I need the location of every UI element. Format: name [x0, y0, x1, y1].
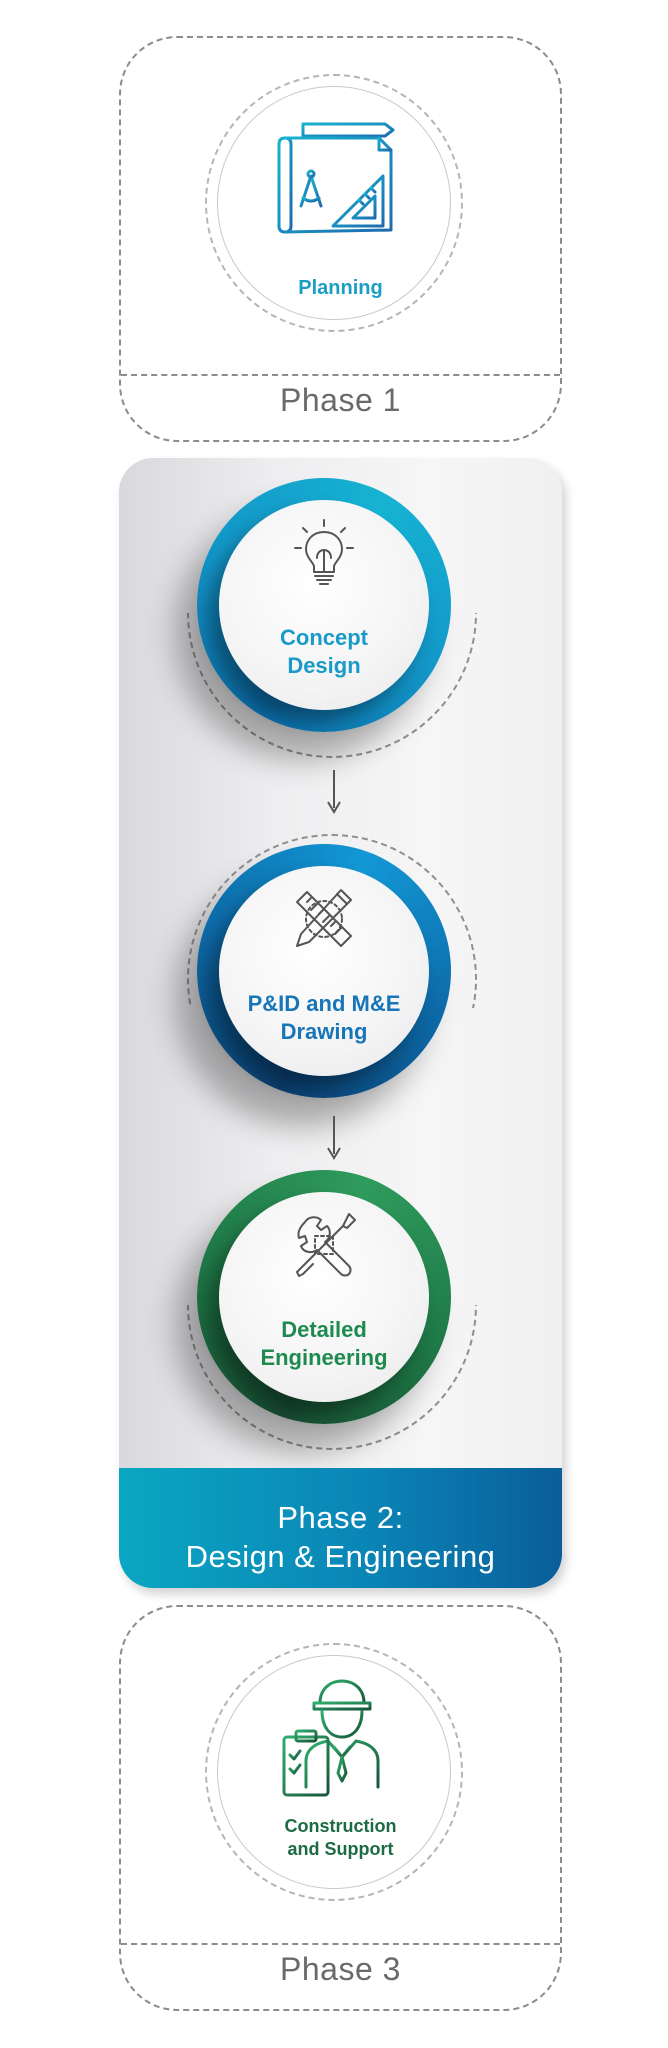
pid-title-line-1: P&ID and M&E — [247, 991, 401, 1016]
concept-title-line-2: Design — [287, 653, 361, 678]
arrow-down-icon — [327, 1116, 341, 1160]
lightbulb-icon — [294, 519, 354, 585]
wrench-screwdriver-icon — [296, 1213, 356, 1277]
stage-concept-design: Concept Design — [187, 478, 477, 758]
phase-2-label: Phase 2: Design & Engineering — [119, 1498, 562, 1576]
stage-pid-drawing: P&ID and M&E Drawing — [187, 834, 477, 1114]
phase-2-label-line-2: Design & Engineering — [185, 1539, 496, 1574]
phase-1-divider — [121, 374, 560, 376]
engineer-icon — [282, 1679, 380, 1797]
phase-2-footer: Phase 2: Design & Engineering — [119, 1468, 562, 1588]
construction-title-line-1: Construction — [284, 1816, 397, 1836]
phase-2-card: Concept Design P&ID — [119, 458, 562, 1588]
pid-title-line-2: Drawing — [280, 1019, 368, 1044]
engineering-title-line-1: Detailed — [281, 1317, 367, 1342]
blueprint-icon — [277, 122, 395, 234]
planning-title: Planning — [298, 277, 383, 299]
engineering-title-line-2: Engineering — [260, 1345, 388, 1370]
phase-2-label-line-1: Phase 2: — [277, 1500, 404, 1535]
stage-detailed-engineering: Detailed Engineering — [187, 1170, 477, 1450]
concept-title-line-1: Concept — [280, 625, 368, 650]
construction-title-line-2: and Support — [287, 1839, 394, 1859]
detailed-engineering-title: Detailed Engineering — [219, 1316, 429, 1372]
concept-design-title: Concept Design — [219, 624, 429, 680]
phase-1-label: Phase 1 — [280, 382, 401, 418]
concept-inner-disc — [219, 500, 429, 710]
phase-1-card: Planning Phase 1 — [119, 36, 562, 442]
arrow-down-icon — [327, 770, 341, 814]
phase-3-card: Construction and Support Phase 3 — [119, 1605, 562, 2011]
construction-dashed-ring — [205, 1643, 463, 1901]
phase-3-label: Phase 3 — [280, 1951, 401, 1987]
pid-drawing-title: P&ID and M&E Drawing — [219, 990, 429, 1046]
phase-3-divider — [121, 1943, 560, 1945]
construction-circle — [217, 1655, 451, 1889]
planning-dashed-ring — [205, 74, 463, 332]
construction-title: Construction and Support — [121, 1815, 560, 1861]
pencil-ruler-icon — [296, 889, 352, 947]
